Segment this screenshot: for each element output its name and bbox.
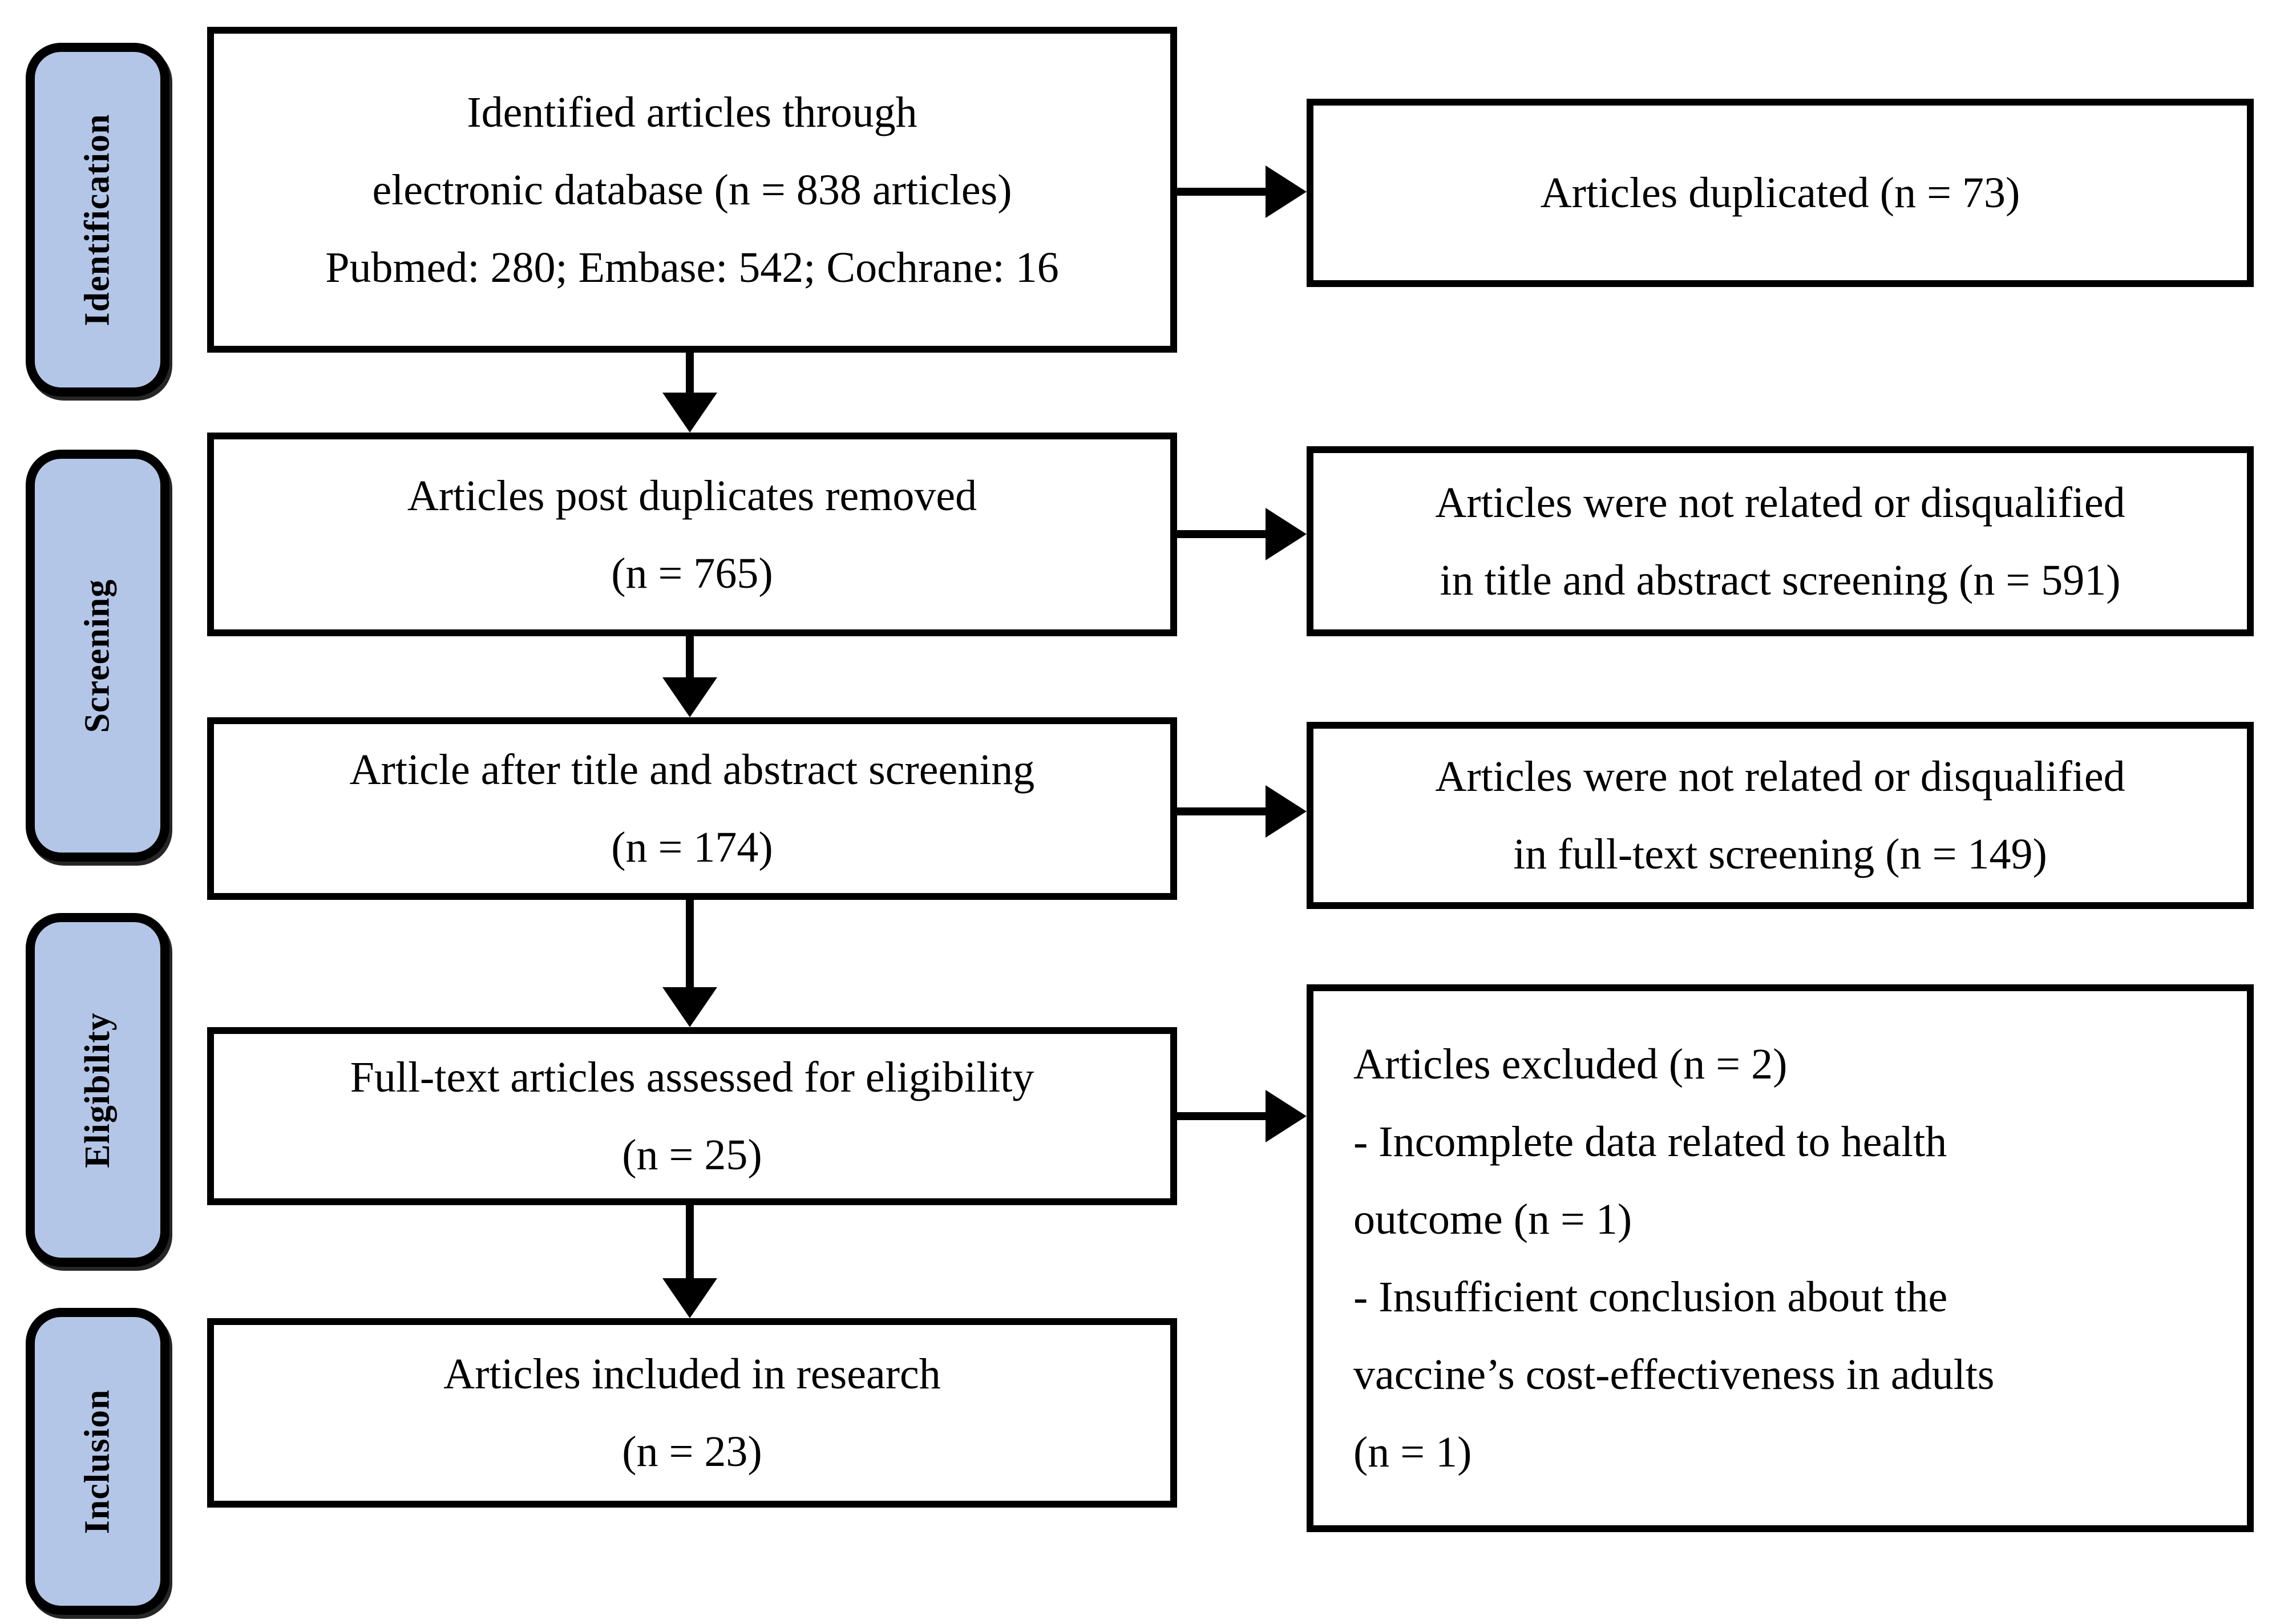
flow-box-text-line: (n = 23)	[622, 1428, 762, 1476]
right-arrow-icon-3	[1266, 785, 1307, 838]
exclusion-box-text-line: Articles duplicated (n = 73)	[1540, 169, 2020, 217]
stage-eligibility-label: Eligibility	[78, 1012, 117, 1168]
down-arrow-stem-2	[686, 636, 694, 681]
flow-box-fulltext-assessed: Full-text articles assessed for eligibil…	[207, 1027, 1177, 1205]
stage-screening-label: Screening	[78, 579, 117, 733]
down-arrow-icon-1	[662, 393, 717, 433]
right-arrow-icon-4	[1266, 1090, 1307, 1142]
exclusion-box-title-abstract: Articles were not related or disqualifie…	[1307, 446, 2254, 636]
right-arrow-stem-3	[1174, 807, 1268, 815]
right-arrow-stem-2	[1174, 530, 1268, 538]
exclusion-box-text-line: in full-text screening (n = 149)	[1513, 830, 2047, 878]
stage-inclusion-label: Inclusion	[78, 1389, 117, 1534]
flow-box-included-articles: Articles included in research (n = 23)	[207, 1318, 1177, 1508]
stage-inclusion: Inclusion	[26, 1308, 169, 1615]
flow-box-title-abstract-screened: Article after title and abstract screeni…	[207, 717, 1177, 900]
right-arrow-icon-2	[1266, 508, 1307, 560]
stage-eligibility: Eligibility	[26, 913, 169, 1267]
exclusion-box-text-line: in title and abstract screening (n = 591…	[1440, 556, 2121, 604]
down-arrow-stem-4	[686, 1205, 694, 1282]
flow-box-text-line: (n = 25)	[622, 1131, 762, 1179]
exclusion-box-text-line: (n = 1)	[1353, 1428, 1472, 1476]
flow-box-text-line: (n = 174)	[611, 823, 773, 871]
flow-box-text-line: Pubmed: 280; Embase: 542; Cochrane: 16	[325, 243, 1059, 292]
stage-screening: Screening	[26, 450, 169, 862]
flow-box-text-line: (n = 765)	[611, 549, 773, 597]
exclusion-box-text-line: - Insufficient conclusion about the	[1353, 1273, 1948, 1321]
down-arrow-icon-2	[662, 677, 717, 717]
down-arrow-stem-3	[686, 900, 694, 991]
right-arrow-stem-4	[1174, 1112, 1268, 1120]
down-arrow-icon-4	[662, 1278, 717, 1318]
stage-identification-label: Identification	[78, 113, 117, 326]
flow-box-text-line: Article after title and abstract screeni…	[349, 746, 1035, 794]
right-arrow-icon-1	[1266, 165, 1307, 218]
exclusion-box-text-line: Articles were not related or disqualifie…	[1435, 478, 2125, 527]
exclusion-box-text-line: outcome (n = 1)	[1353, 1195, 1632, 1243]
down-arrow-stem-1	[686, 353, 694, 396]
flow-box-text-line: Identified articles through	[467, 88, 917, 136]
exclusion-box-text-line: - Incomplete data related to health	[1353, 1118, 1947, 1166]
exclusion-box-fulltext: Articles were not related or disqualifie…	[1307, 722, 2254, 909]
exclusion-box-eligibility: Articles excluded (n = 2) - Incomplete d…	[1307, 984, 2254, 1532]
exclusion-box-text-line: vaccine’s cost-effectiveness in adults	[1353, 1351, 1995, 1399]
exclusion-box-text-line: Articles were not related or disqualifie…	[1435, 753, 2125, 801]
exclusion-box-duplicated: Articles duplicated (n = 73)	[1307, 99, 2254, 287]
flow-box-text-line: Full-text articles assessed for eligibil…	[350, 1053, 1034, 1101]
right-arrow-stem-1	[1174, 188, 1268, 196]
flow-box-text-line: electronic database (n = 838 articles)	[372, 165, 1012, 214]
exclusion-box-title: Articles excluded (n = 2)	[1353, 1040, 1788, 1088]
flow-box-text-line: Articles post duplicates removed	[407, 471, 977, 520]
flow-box-identified-articles: Identified articles through electronic d…	[207, 27, 1177, 353]
flow-box-duplicates-removed: Articles post duplicates removed (n = 76…	[207, 433, 1177, 636]
stage-identification: Identification	[26, 43, 169, 397]
flow-box-text-line: Articles included in research	[443, 1350, 941, 1398]
down-arrow-icon-3	[662, 987, 717, 1027]
